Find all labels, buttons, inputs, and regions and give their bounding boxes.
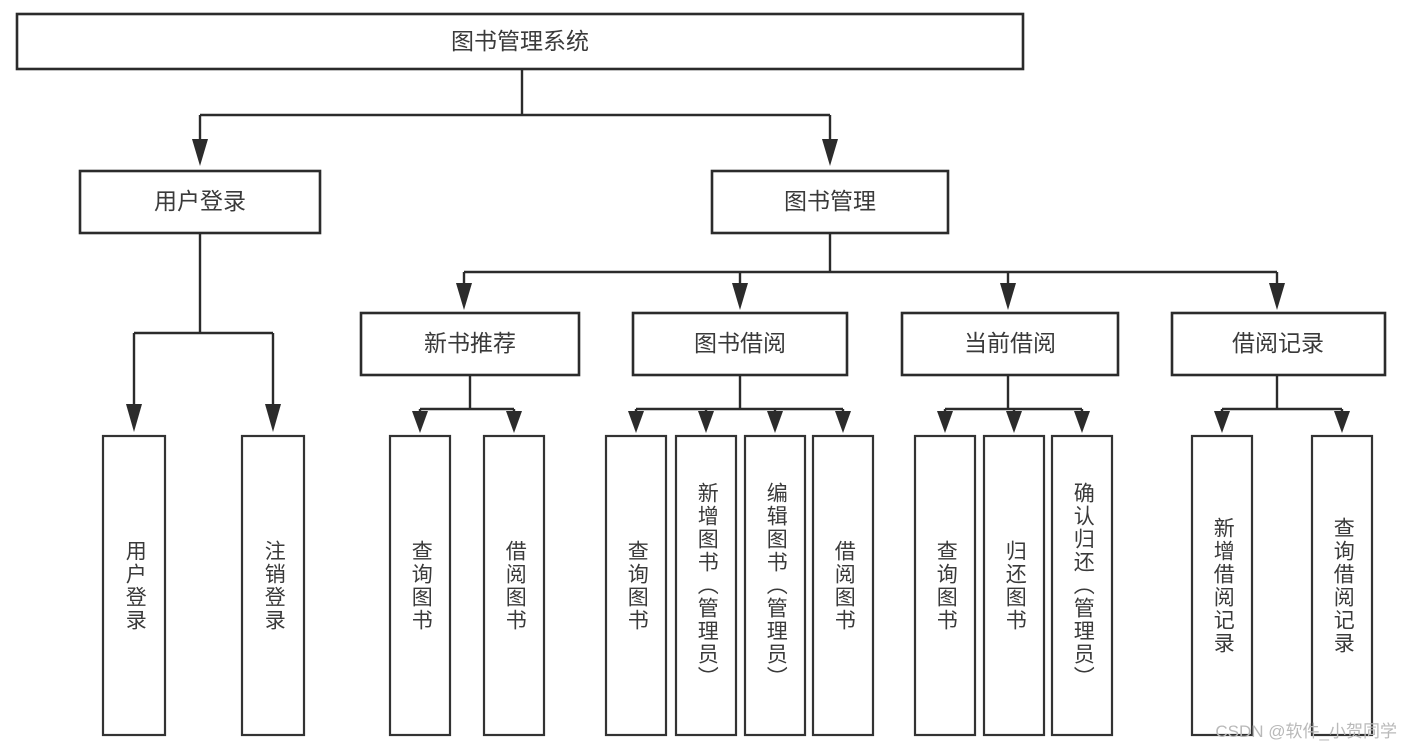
node-box-cb-confirm-return[interactable]: [1050, 434, 1114, 737]
node-label-user-login: 用户登录: [154, 188, 246, 214]
node-label-current-borrow: 当前借阅: [964, 330, 1056, 356]
arrowhead-bb-borrow-book: [835, 411, 851, 433]
node-box-book-borrow[interactable]: [631, 311, 849, 377]
node-box-current-borrow[interactable]: [900, 311, 1120, 377]
node-label-root: 图书管理系统: [451, 28, 589, 54]
node-box-nbr-borrow-book[interactable]: [482, 434, 546, 737]
arrowhead-book-borrow: [732, 283, 748, 310]
arrowhead-br-add-record: [1214, 411, 1230, 433]
arrowhead-bb-query-book: [628, 411, 644, 433]
node-box-borrow-record[interactable]: [1170, 311, 1387, 377]
arrowhead-user-logout: [265, 404, 281, 432]
arrowhead-nbr-borrow-book: [506, 411, 522, 433]
arrowhead-br-query-record: [1334, 411, 1350, 433]
connector-group-root: [192, 69, 838, 166]
arrowhead-cb-return-book: [1006, 411, 1022, 433]
node-label-borrow-record: 借阅记录: [1232, 330, 1324, 356]
arrowhead-user-login-do: [126, 404, 142, 432]
node-box-br-add-record[interactable]: [1190, 434, 1254, 737]
arrowhead-user-login: [192, 139, 208, 166]
connector-group-borrow-record: [1214, 375, 1350, 433]
node-box-root[interactable]: [15, 12, 1025, 71]
node-label-book-manage: 图书管理: [784, 188, 876, 214]
arrowhead-current-borrow: [1000, 283, 1016, 310]
arrowhead-new-book-recommend: [456, 283, 472, 310]
node-box-br-query-record[interactable]: [1310, 434, 1374, 737]
connector-group-book-manage: [456, 233, 1285, 310]
arrowhead-bb-add-book: [698, 411, 714, 433]
arrowhead-bb-edit-book: [767, 411, 783, 433]
arrowhead-cb-query-book: [937, 411, 953, 433]
node-box-bb-add-book[interactable]: [674, 434, 738, 737]
node-box-new-book-recommend[interactable]: [359, 311, 581, 377]
arrowhead-book-manage: [822, 139, 838, 166]
connector-group-book-borrow: [628, 375, 851, 433]
connector-group-new-book-recommend: [412, 375, 522, 433]
arrowhead-borrow-record: [1269, 283, 1285, 310]
connector-group-current-borrow: [937, 375, 1090, 433]
node-box-cb-return-book[interactable]: [982, 434, 1046, 737]
node-box-nbr-query-book[interactable]: [388, 434, 452, 737]
arrowhead-nbr-query-book: [412, 411, 428, 433]
node-box-bb-borrow-book[interactable]: [811, 434, 875, 737]
node-label-new-book-recommend: 新书推荐: [424, 330, 516, 356]
arrowhead-cb-confirm-return: [1074, 411, 1090, 433]
node-box-book-manage[interactable]: [710, 169, 950, 235]
node-label-book-borrow: 图书借阅: [694, 330, 786, 356]
node-box-bb-edit-book[interactable]: [743, 434, 807, 737]
node-box-bb-query-book[interactable]: [604, 434, 668, 737]
node-box-user-login[interactable]: [78, 169, 322, 235]
node-box-user-login-do[interactable]: [101, 434, 167, 737]
connector-group-user-login: [126, 233, 281, 432]
watermark-text: CSDN @软件_小贺同学: [1215, 722, 1397, 741]
node-box-cb-query-book[interactable]: [913, 434, 977, 737]
node-box-user-logout[interactable]: [240, 434, 306, 737]
